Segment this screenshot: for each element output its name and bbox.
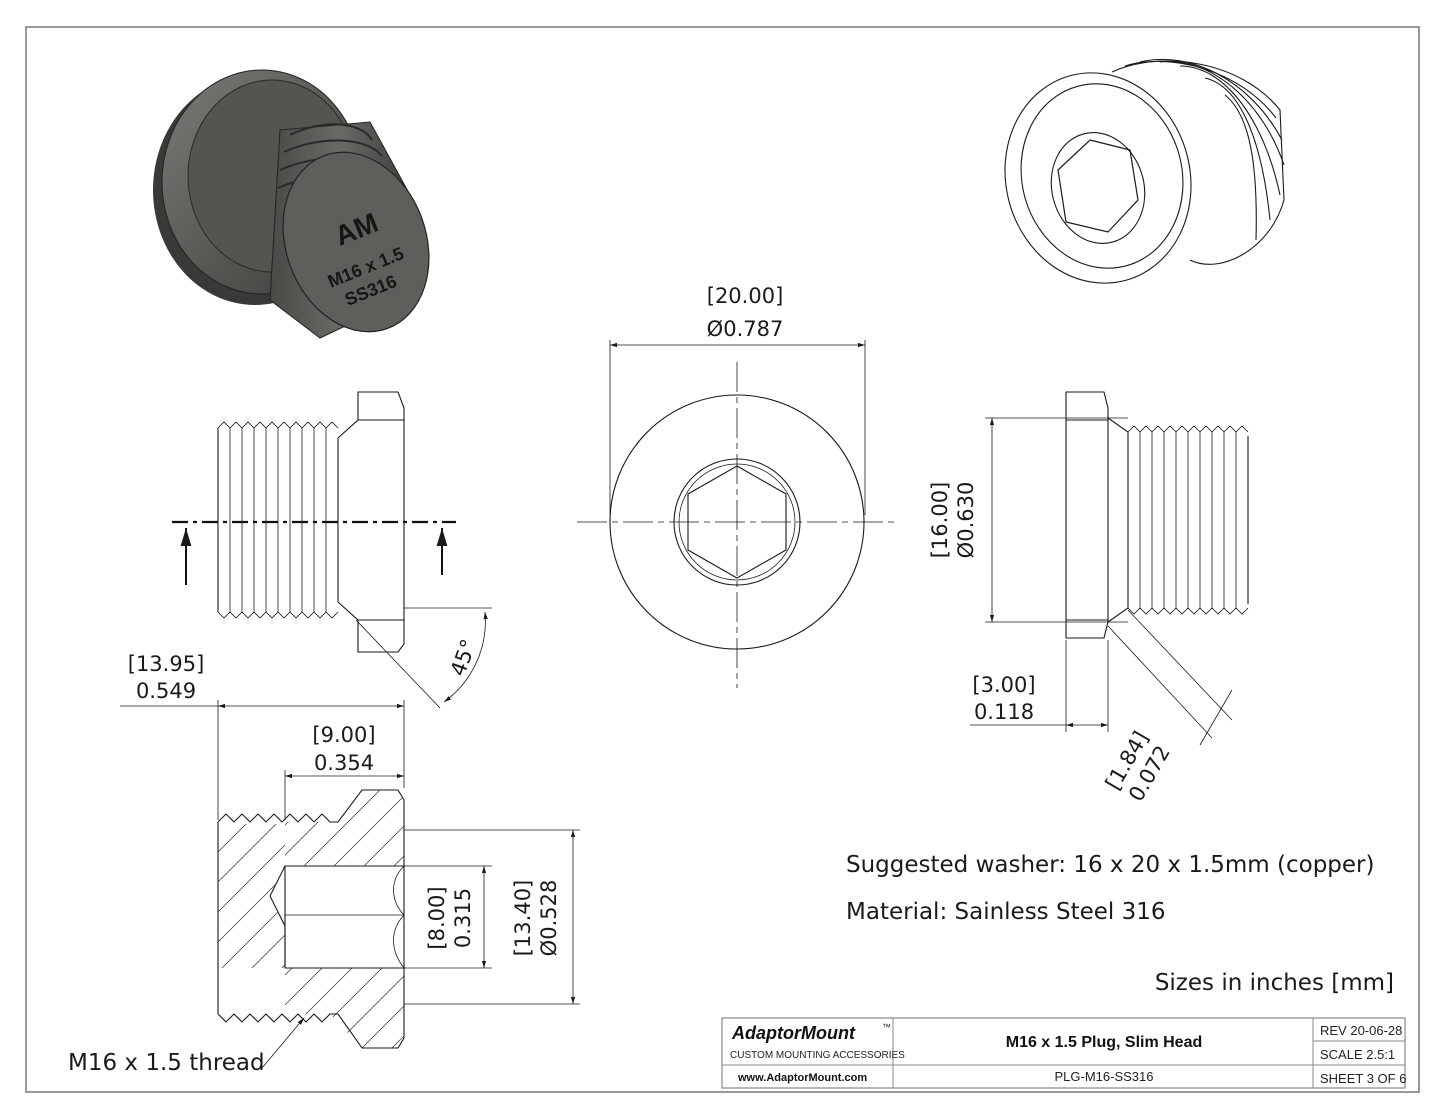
plug-side-view-right — [970, 391, 1249, 746]
dim-head-thickness: [3.00] 0.118 — [972, 673, 1035, 724]
svg-text:0.315: 0.315 — [451, 888, 475, 948]
company-name: AdaptorMount — [731, 1023, 856, 1043]
svg-text:[3.00]: [3.00] — [972, 673, 1035, 697]
svg-text:0.354: 0.354 — [314, 751, 374, 775]
dim-chamfer: [1.84] 0.072 — [1101, 727, 1175, 805]
plug-3d-render-line — [1004, 58, 1285, 284]
svg-text:[13.95]: [13.95] — [128, 652, 205, 676]
plug-3d-render-shaded: AM M16 x 1.5 SS316 — [153, 69, 430, 339]
svg-text:[9.00]: [9.00] — [312, 723, 375, 747]
dim-chamfer-angle: 45° — [446, 636, 481, 679]
dim-counterbore: [13.40] Ø0.528 — [511, 880, 561, 957]
scale: SCALE 2.5:1 — [1320, 1047, 1395, 1062]
svg-text:[16.00]: [16.00] — [928, 482, 952, 559]
svg-text:[8.00]: [8.00] — [425, 886, 449, 949]
svg-text:[20.00]: [20.00] — [707, 284, 784, 308]
company-trademark: ™ — [882, 1022, 891, 1032]
dim-thread-length: [9.00] 0.354 — [312, 723, 375, 775]
title-block: AdaptorMount ™ CUSTOM MOUNTING ACCESSORI… — [721, 1017, 1406, 1089]
dim-hex-socket: [8.00] 0.315 — [425, 886, 475, 949]
part-number: PLG-M16-SS316 — [1055, 1069, 1154, 1084]
drawing-title: M16 x 1.5 Plug, Slim Head — [1006, 1034, 1203, 1051]
plug-side-view-left: 45° — [172, 391, 492, 709]
revision: REV 20-06-28 — [1320, 1023, 1402, 1038]
plug-front-view — [577, 340, 897, 688]
svg-text:Ø0.528: Ø0.528 — [537, 880, 561, 957]
note-units: Sizes in inches [mm] — [1155, 970, 1394, 996]
svg-text:0.118: 0.118 — [974, 700, 1034, 724]
note-thread-callout: M16 x 1.5 thread — [68, 1050, 265, 1076]
sheet-number: SHEET 3 OF 6 — [1320, 1071, 1406, 1086]
sheet-border — [25, 26, 1420, 1093]
svg-text:0.549: 0.549 — [136, 679, 196, 703]
dim-total-length: [13.95] 0.549 — [128, 652, 205, 703]
dim-thread-diameter: [16.00] Ø0.630 — [928, 482, 978, 559]
svg-text:[13.40]: [13.40] — [511, 880, 535, 957]
company-website: www.AdaptorMount.com — [737, 1072, 867, 1084]
note-washer: Suggested washer: 16 x 20 x 1.5mm (coppe… — [846, 852, 1374, 878]
svg-text:Ø0.630: Ø0.630 — [954, 482, 978, 559]
company-tagline: CUSTOM MOUNTING ACCESSORIES — [730, 1050, 905, 1061]
note-material: Material: Sainless Steel 316 — [846, 899, 1166, 925]
dim-head-diameter: [20.00] Ø0.787 — [707, 284, 784, 341]
svg-text:Ø0.787: Ø0.787 — [707, 317, 784, 341]
